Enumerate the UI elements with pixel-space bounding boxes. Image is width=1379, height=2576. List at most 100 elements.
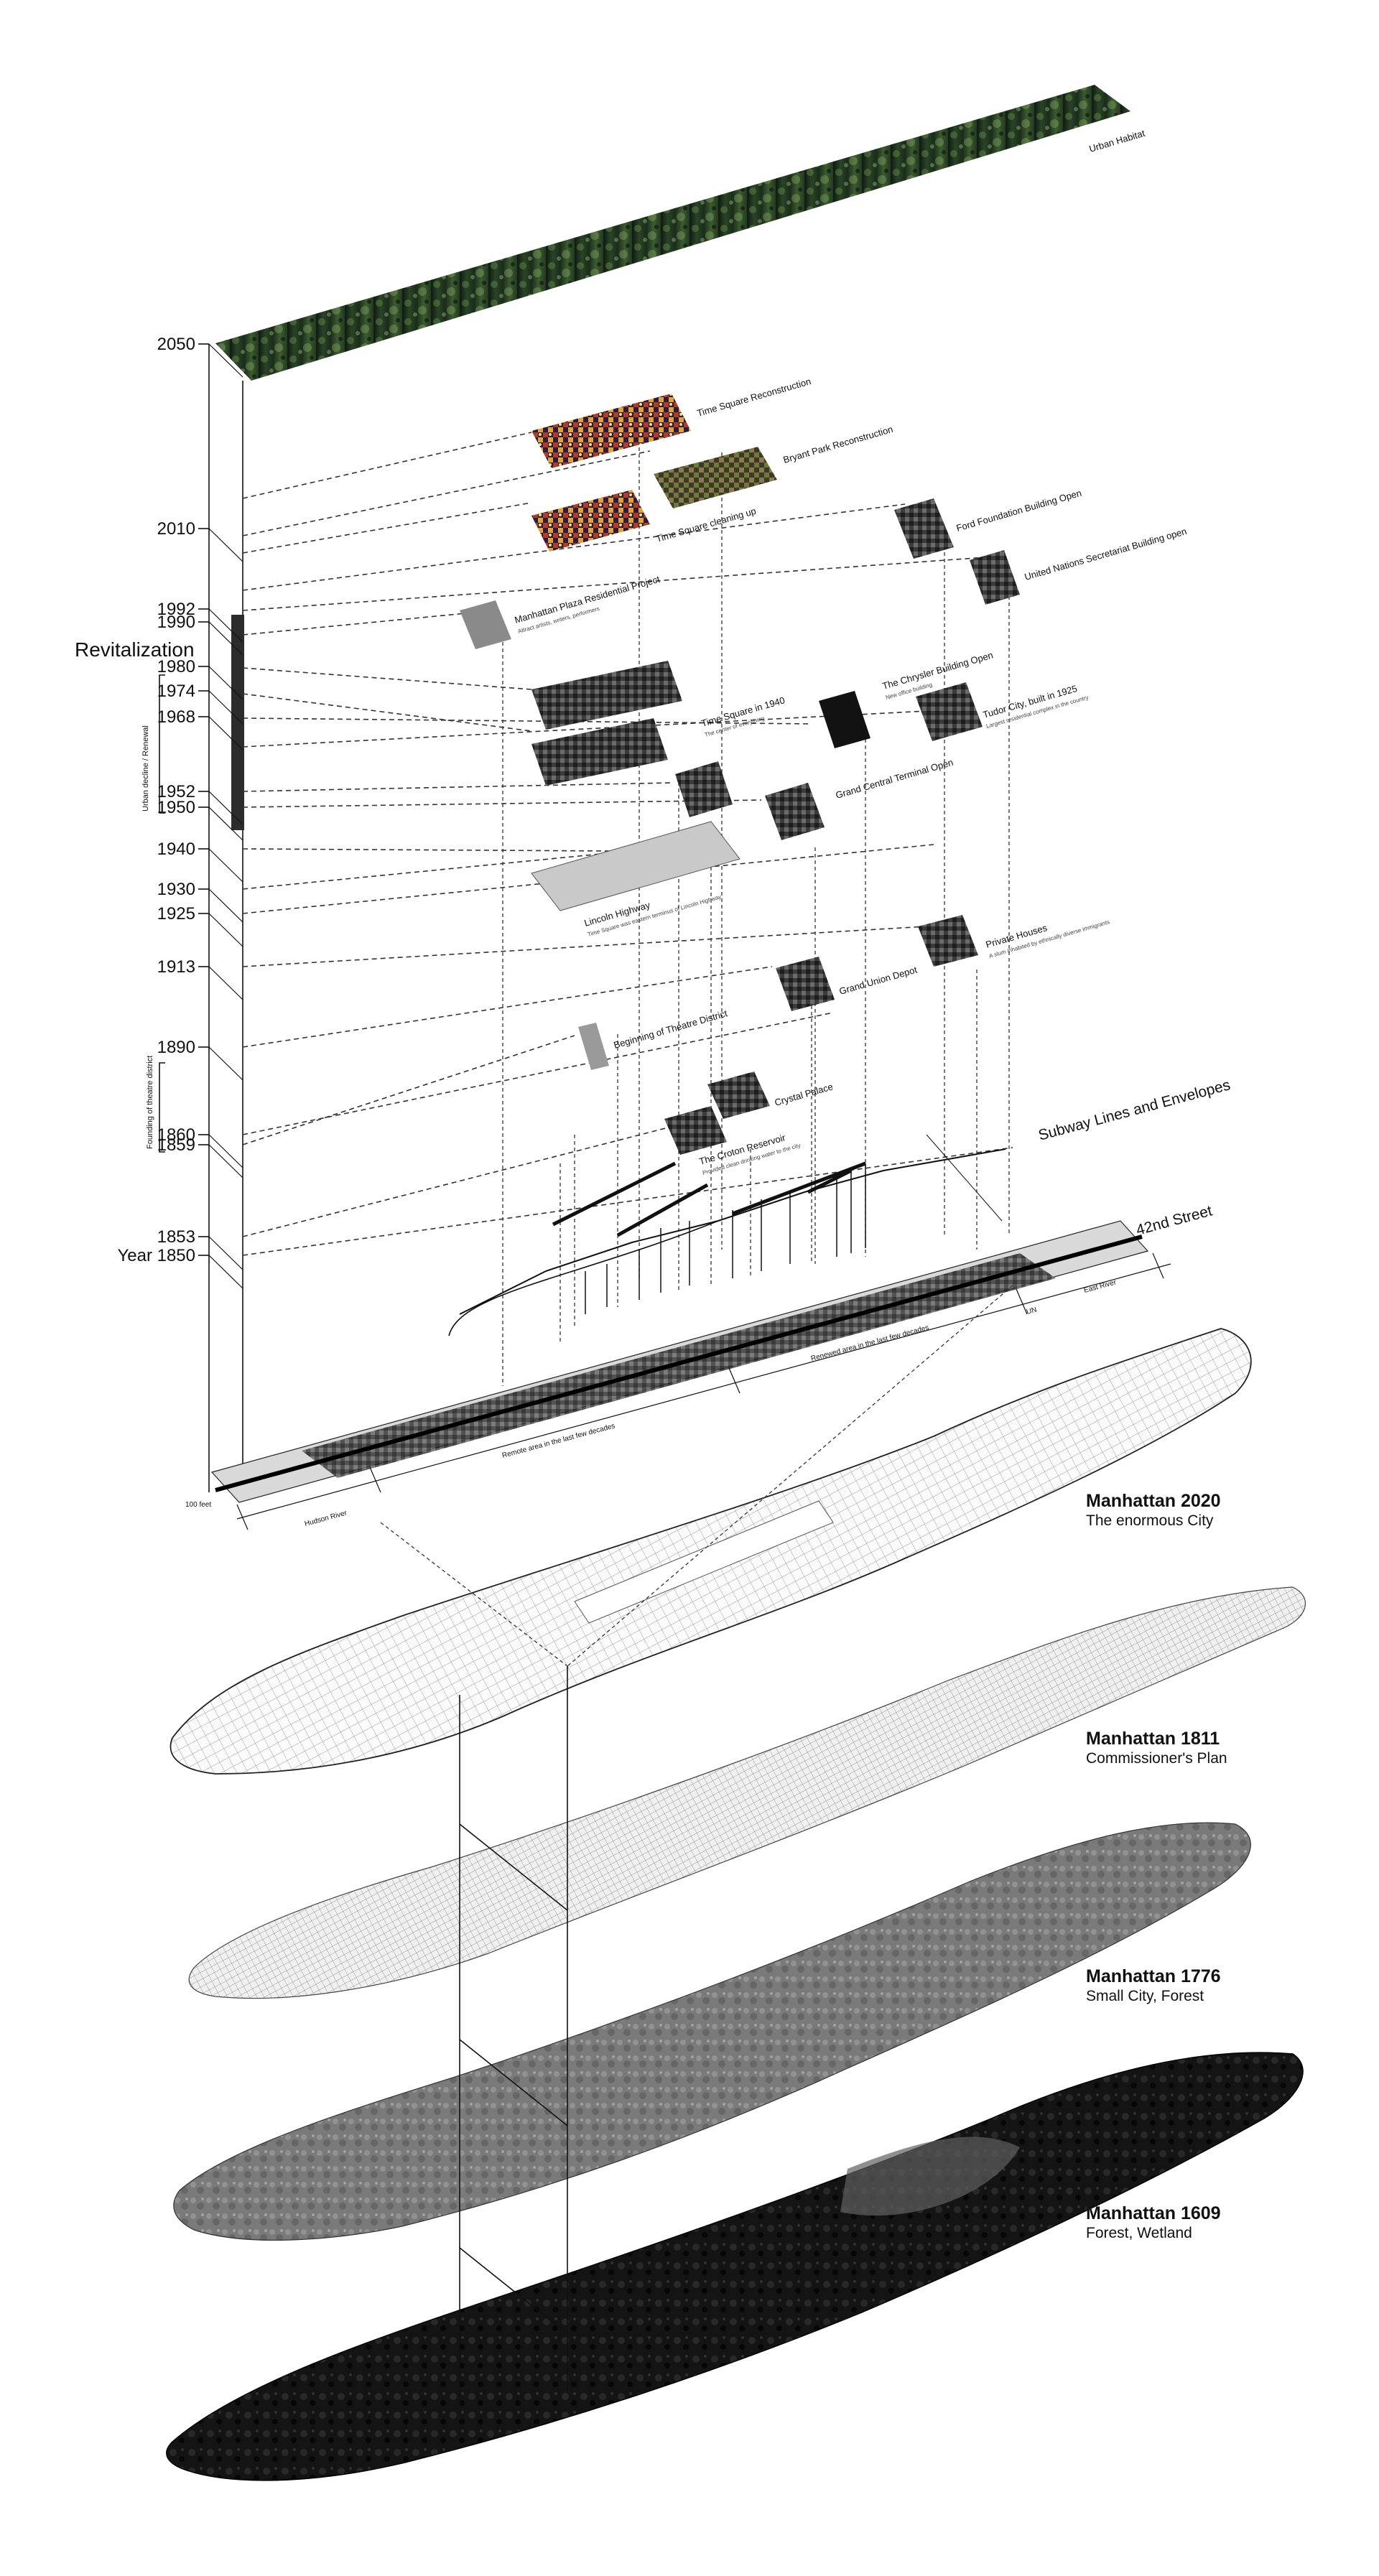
event-photo-grand-central xyxy=(765,783,825,840)
year-tick-connector xyxy=(208,1255,243,1289)
year-tick-connector xyxy=(208,791,243,825)
street-label-scale: 100 feet xyxy=(185,1501,211,1509)
manhattan-1609-map xyxy=(166,2052,1304,2481)
event-label: United Nations Secretariat Building open xyxy=(1023,526,1188,582)
map-sub-1609: Forest, Wetland xyxy=(1086,2225,1192,2241)
vertical-drops xyxy=(502,434,1010,1386)
event-photo-time-square-1940-a xyxy=(531,661,682,730)
year-tick-connector xyxy=(208,528,243,562)
year-tick-connector xyxy=(208,716,243,750)
top-label: Urban Habitat xyxy=(1088,128,1147,154)
map-title-1776: Manhattan 1776 xyxy=(1086,1966,1221,1986)
event-photo-chrysler xyxy=(819,691,870,748)
central-park xyxy=(574,1500,834,1624)
year-tick-connector xyxy=(208,621,243,656)
street-label-un: UN xyxy=(1026,1306,1038,1316)
event-photo-theatre-district xyxy=(578,1023,609,1070)
year-tick-connector xyxy=(208,690,243,725)
map-title-1609: Manhattan 1609 xyxy=(1086,2203,1221,2223)
year-tick-connector xyxy=(208,1134,243,1168)
event-label: Crystal Palace xyxy=(774,1081,835,1108)
event-label: Grand Central Terminal Open xyxy=(835,757,955,801)
year-label: 2050 xyxy=(157,335,195,354)
year-label: 1860 xyxy=(157,1125,195,1145)
street-strip xyxy=(210,1134,1171,1530)
event-photo-grand-union xyxy=(776,957,835,1011)
map-sub-1811: Commissioner's Plan xyxy=(1086,1750,1227,1767)
manhattan-outline xyxy=(188,1586,1306,1999)
phase-bar-revitalization xyxy=(231,615,244,830)
year-label: 1990 xyxy=(157,613,195,632)
manhattan-outline xyxy=(173,1822,1251,2241)
phase-bracket-mid xyxy=(159,674,165,814)
year-label: 1925 xyxy=(157,904,195,924)
wetland-patch xyxy=(840,2136,1020,2216)
event-photo-croton-reservoir xyxy=(664,1106,727,1155)
year-tick-connector xyxy=(208,343,243,378)
year-ticks: 2050201019921990198019741968195219501940… xyxy=(117,335,243,1289)
event-photo-un-secretariat xyxy=(970,550,1020,605)
year-label: 1992 xyxy=(157,600,195,619)
year-tick-connector xyxy=(208,666,243,700)
event-photo-bryant-park xyxy=(654,447,777,508)
year-tick-connector xyxy=(208,848,243,883)
street-label-east: East River xyxy=(1083,1278,1118,1295)
year-label: 1853 xyxy=(157,1227,195,1247)
map-title-2020: Manhattan 2020 xyxy=(1086,1491,1221,1511)
year-tick-connector xyxy=(208,806,243,841)
map-sub-2020: The enormous City xyxy=(1086,1512,1214,1529)
event-label: Bryant Park Reconstruction xyxy=(782,424,894,465)
phase-bracket-early xyxy=(159,1062,165,1153)
year-label: 1980 xyxy=(157,657,195,676)
year-label: 2010 xyxy=(157,519,195,539)
event-photo-private-houses xyxy=(918,915,978,967)
canopy-photo xyxy=(215,85,1130,381)
event-photo-manhattan-plaza xyxy=(460,600,511,649)
event-photo-time-square-small xyxy=(675,761,733,817)
year-label: 1968 xyxy=(157,707,195,727)
year-level-lines xyxy=(242,432,1013,1256)
event-label: The Chrysler Building Open xyxy=(881,649,995,691)
event-photo-time-square-reconstruction xyxy=(531,394,691,468)
manhattan-outline xyxy=(166,2052,1304,2481)
street-label-subway: Subway Lines and Envelopes xyxy=(1036,1077,1232,1144)
year-tick-connector xyxy=(208,913,243,947)
year-label: 1930 xyxy=(157,880,195,899)
event-photo-lincoln-highway xyxy=(531,821,740,911)
subway-envelope xyxy=(552,1161,866,1237)
year-label: 1950 xyxy=(157,798,195,817)
event-label: Grand Union Depot xyxy=(838,964,919,996)
year-tick-connector xyxy=(208,1046,243,1081)
street-label-hudson: Hudson River xyxy=(304,1509,348,1528)
phase-revitalization: Revitalization xyxy=(75,638,195,661)
phase-early: Founding of theatre district xyxy=(146,1056,154,1149)
year-tick-connector xyxy=(208,888,243,923)
map-sub-1776: Small City, Forest xyxy=(1086,1988,1204,2004)
year-label: 1890 xyxy=(157,1038,195,1057)
event-photo-ford-foundation xyxy=(894,498,954,559)
subway-curve xyxy=(448,1220,719,1336)
manhattan-2020-map xyxy=(170,1328,1252,1775)
street-dimension-line xyxy=(236,1263,1171,1520)
year-tick-connector xyxy=(208,608,243,643)
event-photo-crystal-palace xyxy=(707,1071,770,1119)
year-label: 1940 xyxy=(157,840,195,859)
year-label: 1913 xyxy=(157,957,195,977)
street-label-42nd: 42nd Street xyxy=(1134,1202,1214,1238)
manhattan-1776-map xyxy=(173,1822,1251,2241)
event-photos xyxy=(460,394,1020,1155)
phase-mid: Urban decline / Renewal xyxy=(141,725,150,812)
year-label: 1974 xyxy=(157,682,195,701)
map-title-1811: Manhattan 1811 xyxy=(1086,1729,1220,1749)
event-label: Time Square Reconstruction xyxy=(696,376,812,419)
manhattan-1811-map xyxy=(188,1586,1306,1999)
event-label: Ford Foundation Building Open xyxy=(955,488,1083,534)
year-label: Year 1850 xyxy=(117,1246,195,1265)
year-tick-connector xyxy=(208,966,243,1000)
year-tick-connector xyxy=(208,1236,243,1270)
year-tick-connector xyxy=(208,1144,243,1178)
event-photo-time-square-1940-b xyxy=(531,718,668,786)
event-photo-time-square-cleaning xyxy=(531,490,650,552)
